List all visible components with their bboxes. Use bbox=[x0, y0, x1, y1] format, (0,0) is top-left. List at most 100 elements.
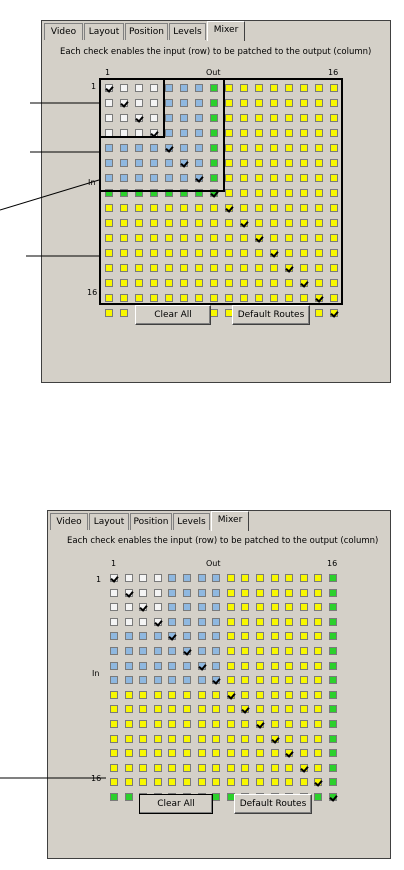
matrix-checkbox[interactable] bbox=[270, 144, 278, 152]
matrix-checkbox[interactable] bbox=[270, 705, 279, 714]
matrix-checkbox-checked[interactable] bbox=[195, 174, 203, 182]
matrix-checkbox[interactable] bbox=[105, 219, 113, 227]
matrix-checkbox[interactable] bbox=[153, 705, 162, 714]
matrix-checkbox[interactable] bbox=[330, 234, 338, 242]
matrix-checkbox[interactable] bbox=[285, 159, 293, 167]
matrix-checkbox[interactable] bbox=[255, 264, 263, 272]
matrix-checkbox[interactable] bbox=[285, 144, 293, 152]
matrix-checkbox[interactable] bbox=[124, 763, 133, 772]
matrix-checkbox[interactable] bbox=[315, 189, 323, 197]
matrix-checkbox[interactable] bbox=[330, 99, 338, 107]
matrix-checkbox-checked[interactable] bbox=[285, 749, 294, 758]
matrix-checkbox[interactable] bbox=[329, 763, 337, 772]
clear-all-button[interactable]: Clear All bbox=[139, 794, 213, 814]
matrix-checkbox[interactable] bbox=[168, 720, 177, 728]
matrix-checkbox-checked[interactable] bbox=[300, 279, 308, 287]
matrix-checkbox-checked[interactable] bbox=[210, 189, 218, 197]
matrix-checkbox[interactable] bbox=[153, 720, 162, 728]
matrix-checkbox[interactable] bbox=[153, 647, 162, 655]
matrix-checkbox[interactable] bbox=[120, 144, 128, 152]
matrix-checkbox[interactable] bbox=[226, 720, 235, 728]
matrix-checkbox[interactable] bbox=[329, 734, 337, 743]
matrix-checkbox[interactable] bbox=[110, 793, 118, 801]
matrix-checkbox[interactable] bbox=[314, 676, 323, 685]
matrix-checkbox[interactable] bbox=[270, 588, 279, 597]
matrix-checkbox[interactable] bbox=[240, 234, 248, 242]
matrix-checkbox-checked[interactable] bbox=[240, 219, 248, 227]
matrix-checkbox[interactable] bbox=[270, 114, 278, 122]
matrix-checkbox[interactable] bbox=[135, 144, 143, 152]
matrix-checkbox[interactable] bbox=[299, 749, 308, 758]
matrix-checkbox[interactable] bbox=[285, 720, 294, 728]
matrix-checkbox[interactable] bbox=[124, 778, 133, 787]
matrix-checkbox[interactable] bbox=[330, 294, 338, 302]
matrix-checkbox[interactable] bbox=[197, 778, 206, 787]
matrix-checkbox[interactable] bbox=[165, 189, 173, 197]
matrix-checkbox[interactable] bbox=[330, 279, 338, 287]
matrix-checkbox[interactable] bbox=[195, 204, 203, 212]
matrix-checkbox[interactable] bbox=[120, 159, 128, 167]
matrix-checkbox[interactable] bbox=[299, 778, 308, 787]
matrix-checkbox[interactable] bbox=[270, 574, 279, 582]
matrix-checkbox[interactable] bbox=[183, 749, 191, 758]
matrix-checkbox[interactable] bbox=[180, 204, 188, 212]
matrix-checkbox-checked[interactable] bbox=[165, 144, 173, 152]
tab-mixer[interactable]: Mixer bbox=[207, 21, 245, 41]
matrix-checkbox[interactable] bbox=[120, 174, 128, 182]
matrix-checkbox[interactable] bbox=[314, 793, 323, 801]
matrix-checkbox[interactable] bbox=[270, 690, 279, 699]
matrix-checkbox[interactable] bbox=[110, 763, 118, 772]
matrix-checkbox[interactable] bbox=[240, 279, 248, 287]
matrix-checkbox[interactable] bbox=[315, 249, 323, 257]
matrix-checkbox[interactable] bbox=[285, 734, 294, 743]
matrix-checkbox[interactable] bbox=[270, 603, 279, 612]
matrix-checkbox[interactable] bbox=[124, 705, 133, 714]
matrix-checkbox[interactable] bbox=[139, 705, 148, 714]
matrix-checkbox[interactable] bbox=[212, 647, 221, 655]
matrix-checkbox[interactable] bbox=[225, 264, 233, 272]
matrix-checkbox[interactable] bbox=[314, 588, 323, 597]
matrix-checkbox[interactable] bbox=[139, 749, 148, 758]
matrix-checkbox[interactable] bbox=[124, 749, 133, 758]
matrix-checkbox[interactable] bbox=[135, 99, 143, 107]
matrix-checkbox[interactable] bbox=[124, 661, 133, 670]
matrix-checkbox[interactable] bbox=[124, 574, 133, 582]
matrix-checkbox[interactable] bbox=[180, 174, 188, 182]
matrix-checkbox[interactable] bbox=[315, 129, 323, 137]
matrix-checkbox[interactable] bbox=[124, 617, 133, 626]
matrix-checkbox[interactable] bbox=[285, 588, 294, 597]
matrix-checkbox[interactable] bbox=[225, 279, 233, 287]
matrix-checkbox[interactable] bbox=[300, 114, 308, 122]
matrix-checkbox[interactable] bbox=[110, 617, 118, 626]
matrix-checkbox-checked[interactable] bbox=[183, 647, 191, 655]
matrix-checkbox[interactable] bbox=[225, 219, 233, 227]
matrix-checkbox[interactable] bbox=[314, 661, 323, 670]
matrix-checkbox[interactable] bbox=[225, 249, 233, 257]
matrix-checkbox[interactable] bbox=[183, 588, 191, 597]
matrix-checkbox[interactable] bbox=[329, 705, 337, 714]
matrix-checkbox[interactable] bbox=[180, 129, 188, 137]
matrix-checkbox[interactable] bbox=[120, 204, 128, 212]
matrix-checkbox[interactable] bbox=[168, 617, 177, 626]
matrix-checkbox[interactable] bbox=[255, 294, 263, 302]
matrix-checkbox[interactable] bbox=[110, 778, 118, 787]
matrix-checkbox[interactable] bbox=[300, 144, 308, 152]
matrix-checkbox[interactable] bbox=[183, 778, 191, 787]
matrix-checkbox[interactable] bbox=[195, 294, 203, 302]
matrix-checkbox[interactable] bbox=[255, 144, 263, 152]
matrix-checkbox[interactable] bbox=[150, 99, 158, 107]
tab-levels[interactable]: Levels bbox=[169, 23, 206, 40]
matrix-checkbox[interactable] bbox=[285, 279, 293, 287]
matrix-checkbox[interactable] bbox=[120, 279, 128, 287]
matrix-checkbox[interactable] bbox=[180, 249, 188, 257]
matrix-checkbox[interactable] bbox=[110, 705, 118, 714]
matrix-checkbox[interactable] bbox=[255, 84, 263, 92]
matrix-checkbox[interactable] bbox=[183, 676, 191, 685]
matrix-checkbox[interactable] bbox=[299, 661, 308, 670]
matrix-checkbox[interactable] bbox=[183, 574, 191, 582]
matrix-checkbox[interactable] bbox=[241, 603, 250, 612]
matrix-checkbox[interactable] bbox=[315, 159, 323, 167]
matrix-checkbox[interactable] bbox=[240, 294, 248, 302]
matrix-checkbox[interactable] bbox=[139, 778, 148, 787]
matrix-checkbox[interactable] bbox=[226, 778, 235, 787]
